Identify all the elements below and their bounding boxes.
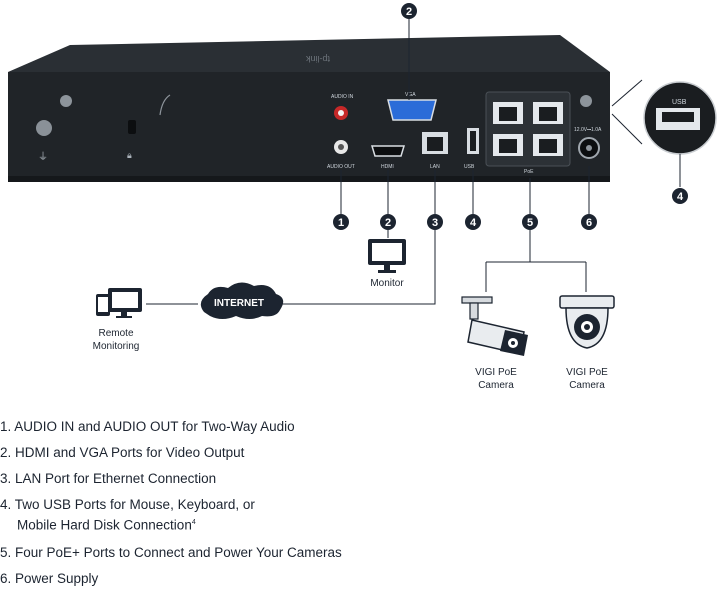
ground-screw (36, 120, 52, 136)
nvr-connection-diagram: tp-link ⏚ 🔒︎ AUDIO IN AUDIO OUT VGA HDMI… (8, 3, 717, 391)
vga-port (387, 99, 437, 121)
feature-item: 2. HDMI and VGA Ports for Video Output (0, 445, 245, 460)
camera1-label-line1: VIGI PoE (475, 367, 517, 378)
monitor-icon (368, 239, 406, 273)
usb-inset: USB (611, 79, 717, 187)
remote-label-line1: Remote (98, 328, 133, 339)
feature-item: 3. LAN Port for Ethernet Connection (0, 471, 217, 486)
camera2-label-line1: VIGI PoE (566, 367, 608, 378)
remote-monitoring-icon (96, 288, 142, 318)
nvr-device: tp-link ⏚ 🔒︎ AUDIO IN AUDIO OUT VGA HDMI… (8, 35, 610, 182)
bullet-camera-icon (461, 296, 528, 356)
svg-text:1: 1 (338, 217, 344, 229)
camera1-label-line2: Camera (478, 380, 514, 391)
internet-cloud-icon (200, 282, 284, 319)
screw (580, 95, 592, 107)
remote-label-line2: Monitoring (93, 341, 140, 352)
svg-text:5: 5 (527, 217, 533, 229)
svg-text:12.0V⎓1.0A: 12.0V⎓1.0A (574, 127, 602, 133)
svg-text:🔒︎: 🔒︎ (127, 150, 132, 160)
feature-item: 1. AUDIO IN and AUDIO OUT for Two-Way Au… (0, 419, 295, 434)
feature-item: 6. Power Supply (0, 571, 99, 586)
svg-text:PoE: PoE (524, 169, 534, 175)
brand-logo: tp-link (305, 54, 330, 64)
svg-text:6: 6 (586, 217, 592, 229)
svg-text:USB: USB (672, 99, 687, 106)
monitor-label: Monitor (370, 278, 404, 289)
svg-text:4: 4 (677, 191, 684, 203)
feature-item: 5. Four PoE+ Ports to Connect and Power … (0, 545, 342, 560)
svg-text:LAN: LAN (430, 164, 440, 170)
camera2-label-line2: Camera (569, 380, 605, 391)
callout-badge (401, 3, 417, 19)
feature-list: 1. AUDIO IN and AUDIO OUT for Two-Way Au… (0, 418, 720, 596)
svg-text:AUDIO OUT: AUDIO OUT (327, 164, 355, 170)
footnote-marker: 4 (191, 519, 196, 526)
poe-port-group: PoE (485, 91, 571, 175)
svg-text:AUDIO IN: AUDIO IN (331, 94, 354, 100)
svg-text:2: 2 (385, 217, 391, 229)
feature-item: 4. Two USB Ports for Mouse, Keyboard, or… (0, 497, 255, 533)
svg-text:4: 4 (470, 217, 477, 229)
svg-text:2: 2 (406, 6, 412, 18)
leader-lines (146, 166, 590, 305)
svg-text:USB: USB (464, 164, 475, 170)
svg-text:⏚: ⏚ (38, 151, 48, 163)
internet-label: INTERNET (214, 298, 264, 309)
svg-text:3: 3 (432, 217, 438, 229)
callout-badges: 1 2 3 4 5 6 4 (333, 188, 688, 230)
hdmi-port (370, 145, 406, 157)
security-lock-slot (128, 120, 136, 134)
screw (60, 95, 72, 107)
svg-text:VGA: VGA (405, 92, 416, 98)
svg-text:HDMI: HDMI (381, 164, 394, 170)
dome-camera-icon (559, 295, 615, 349)
